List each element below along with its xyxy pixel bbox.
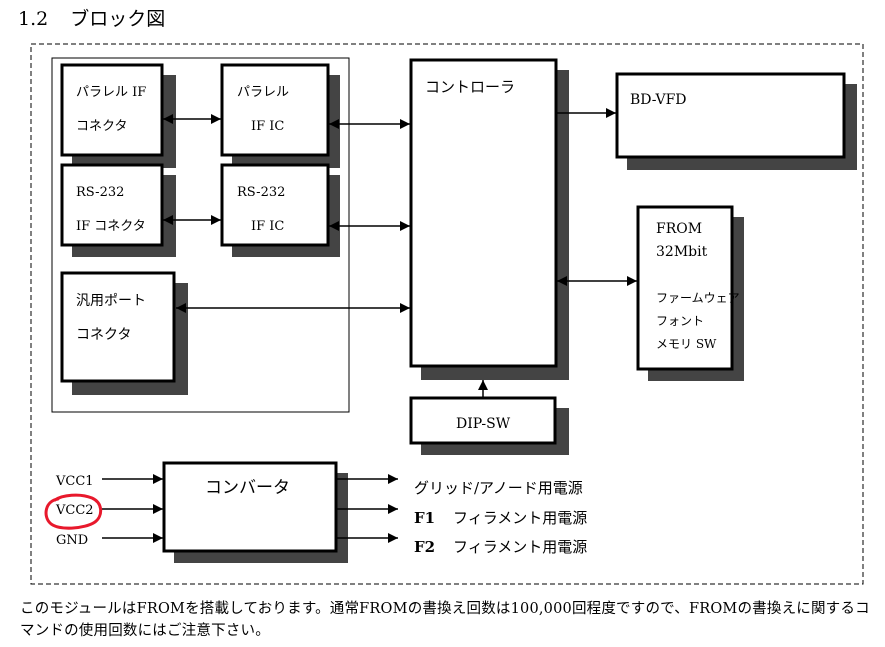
output-label-3: フィラメント用電源 [453,538,587,556]
from-label-3: ファームウェア [656,291,740,305]
controller-label: コントローラ [425,78,515,96]
output-prefix-2: F1 [414,509,435,527]
controller-block: コントローラ [409,58,569,380]
input-label-gnd: GND [56,533,88,548]
dip-sw-block: DIP-SW [409,396,569,455]
converter-block: コンバータ [162,461,348,563]
converter-label: コンバータ [205,478,290,498]
from-label-1: FROM [656,221,702,237]
section-heading: 1.2 ブロック図 [18,4,165,31]
parallel-ic-label-1: パラレル [237,85,289,100]
rs232-ic-label-2: IF IC [251,219,284,234]
section-number: 1.2 [18,8,49,30]
output-label-2: フィラメント用電源 [453,509,587,527]
rs232-connector-label-2: IF コネクタ [76,219,146,234]
interface-group-frame [51,57,350,413]
from-note: このモジュールはFROMを搭載しております。通常FROMの書換え回数は100,0… [20,601,870,639]
input-label-vcc1: VCC1 [55,474,94,489]
from-block: FROM 32Mbit ファームウェア フォント メモリ SW [636,205,744,381]
parallel-ic-block: パラレル IF IC [220,63,340,168]
from-label-4: フォント [656,314,704,328]
general-port-label-2: コネクタ [76,327,131,343]
output-label-1: グリッド/アノード用電源 [414,479,583,497]
rs232-connector-block: RS-232 IF コネクタ [60,163,176,257]
rs232-ic-block: RS-232 IF IC [220,163,340,257]
dip-sw-label: DIP-SW [456,416,511,432]
rs232-ic-label-1: RS-232 [237,185,285,200]
from-label-2: 32Mbit [656,244,708,260]
section-title: ブロック図 [70,8,166,30]
input-label-vcc2: VCC2 [55,503,94,518]
outer-dashed-frame [30,43,864,585]
parallel-ic-label-2: IF IC [251,119,284,134]
parallel-connector-block: パラレル IF コネクタ [60,63,176,168]
parallel-connector-label-1: パラレル IF [76,85,146,100]
bd-vfd-label: BD-VFD [630,92,687,108]
parallel-connector-label-2: コネクタ [76,119,127,134]
general-port-block: 汎用ポート コネクタ [60,271,188,395]
bd-vfd-block: BD-VFD [615,72,857,170]
output-prefix-3: F2 [414,538,435,556]
general-port-label-1: 汎用ポート [76,293,146,309]
rs232-connector-label-1: RS-232 [76,185,124,200]
from-label-5: メモリ SW [656,337,717,351]
vcc2-highlight-circle [44,493,103,530]
